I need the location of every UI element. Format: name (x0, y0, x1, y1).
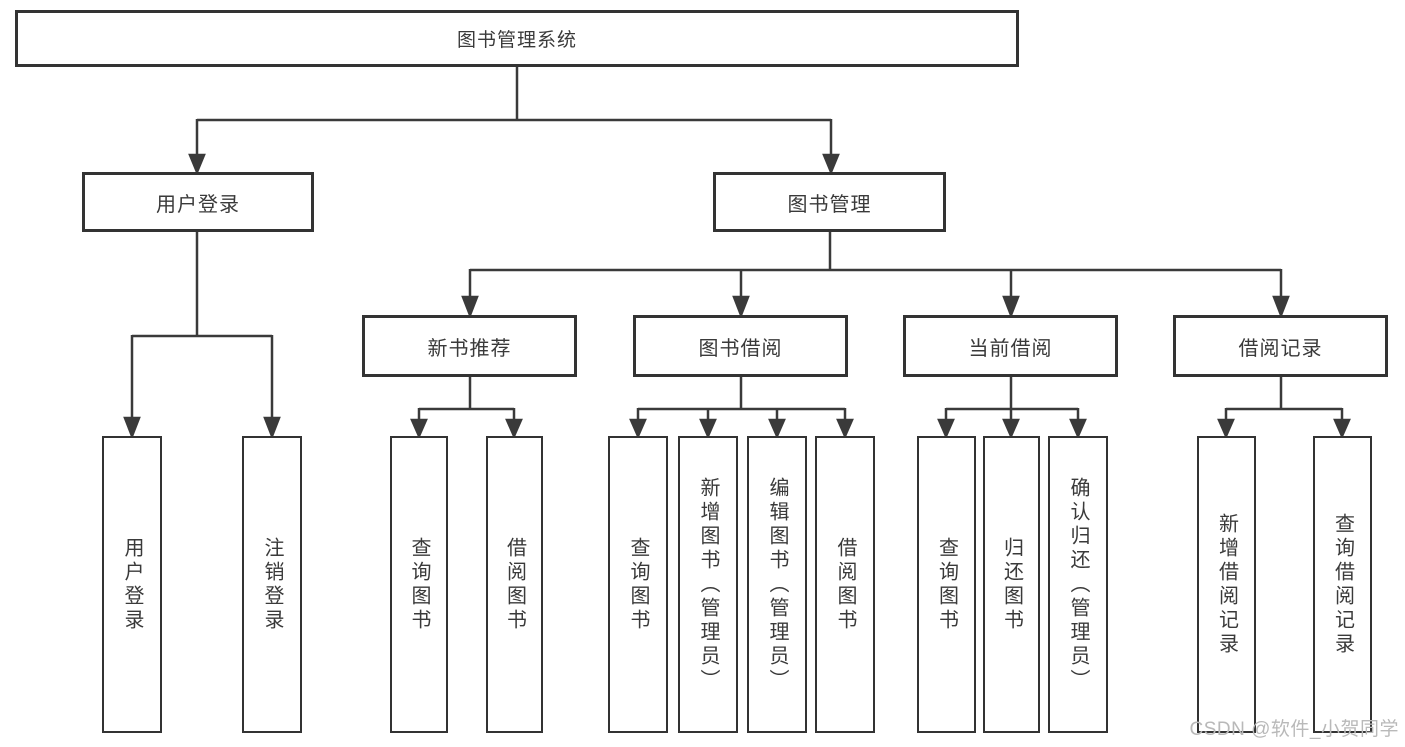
leaf-add-books-admin: 新增图书（管理员） (678, 436, 738, 733)
csdn-watermark: CSDN @软件_小贺同学 (1189, 719, 1399, 740)
node-current-borrow: 当前借阅 (903, 315, 1118, 377)
node-new-book-recommend: 新书推荐 (362, 315, 577, 377)
arrowhead (1333, 418, 1351, 440)
arrowhead (1217, 418, 1235, 440)
arrowhead (123, 416, 141, 440)
leaf-edit-books-admin: 编辑图书（管理员） (747, 436, 807, 733)
arrowhead (461, 295, 479, 319)
arrowhead (505, 418, 523, 440)
arrowhead (732, 295, 750, 319)
leaf-borrow-books-1: 借阅图书 (486, 436, 543, 733)
leaf-user-login: 用户登录 (102, 436, 162, 733)
leaf-borrow-books-2: 借阅图书 (815, 436, 875, 733)
arrowhead (263, 416, 281, 440)
arrowhead (188, 153, 206, 176)
node-borrow-records: 借阅记录 (1173, 315, 1388, 377)
leaf-confirm-return-admin: 确认归还（管理员） (1048, 436, 1108, 733)
arrowhead (937, 418, 955, 440)
arrowhead (1069, 418, 1087, 440)
arrowhead (1002, 418, 1020, 440)
leaf-query-books-2: 查询图书 (608, 436, 668, 733)
arrowhead (836, 418, 854, 440)
arrowhead (699, 418, 717, 440)
leaf-query-books-3: 查询图书 (917, 436, 976, 733)
leaf-logout: 注销登录 (242, 436, 302, 733)
arrowhead (1272, 295, 1290, 319)
leaf-query-books-1: 查询图书 (390, 436, 448, 733)
node-user-login: 用户登录 (82, 172, 314, 232)
node-book-management: 图书管理 (713, 172, 946, 232)
arrowhead (1002, 295, 1020, 319)
arrowhead (410, 418, 428, 440)
node-root-system: 图书管理系统 (15, 10, 1019, 67)
arrowhead (822, 153, 840, 176)
leaf-add-borrow-record: 新增借阅记录 (1197, 436, 1256, 733)
leaf-query-borrow-record: 查询借阅记录 (1313, 436, 1372, 733)
arrowhead (629, 418, 647, 440)
arrowhead (768, 418, 786, 440)
node-book-borrow: 图书借阅 (633, 315, 848, 377)
leaf-return-books: 归还图书 (983, 436, 1040, 733)
